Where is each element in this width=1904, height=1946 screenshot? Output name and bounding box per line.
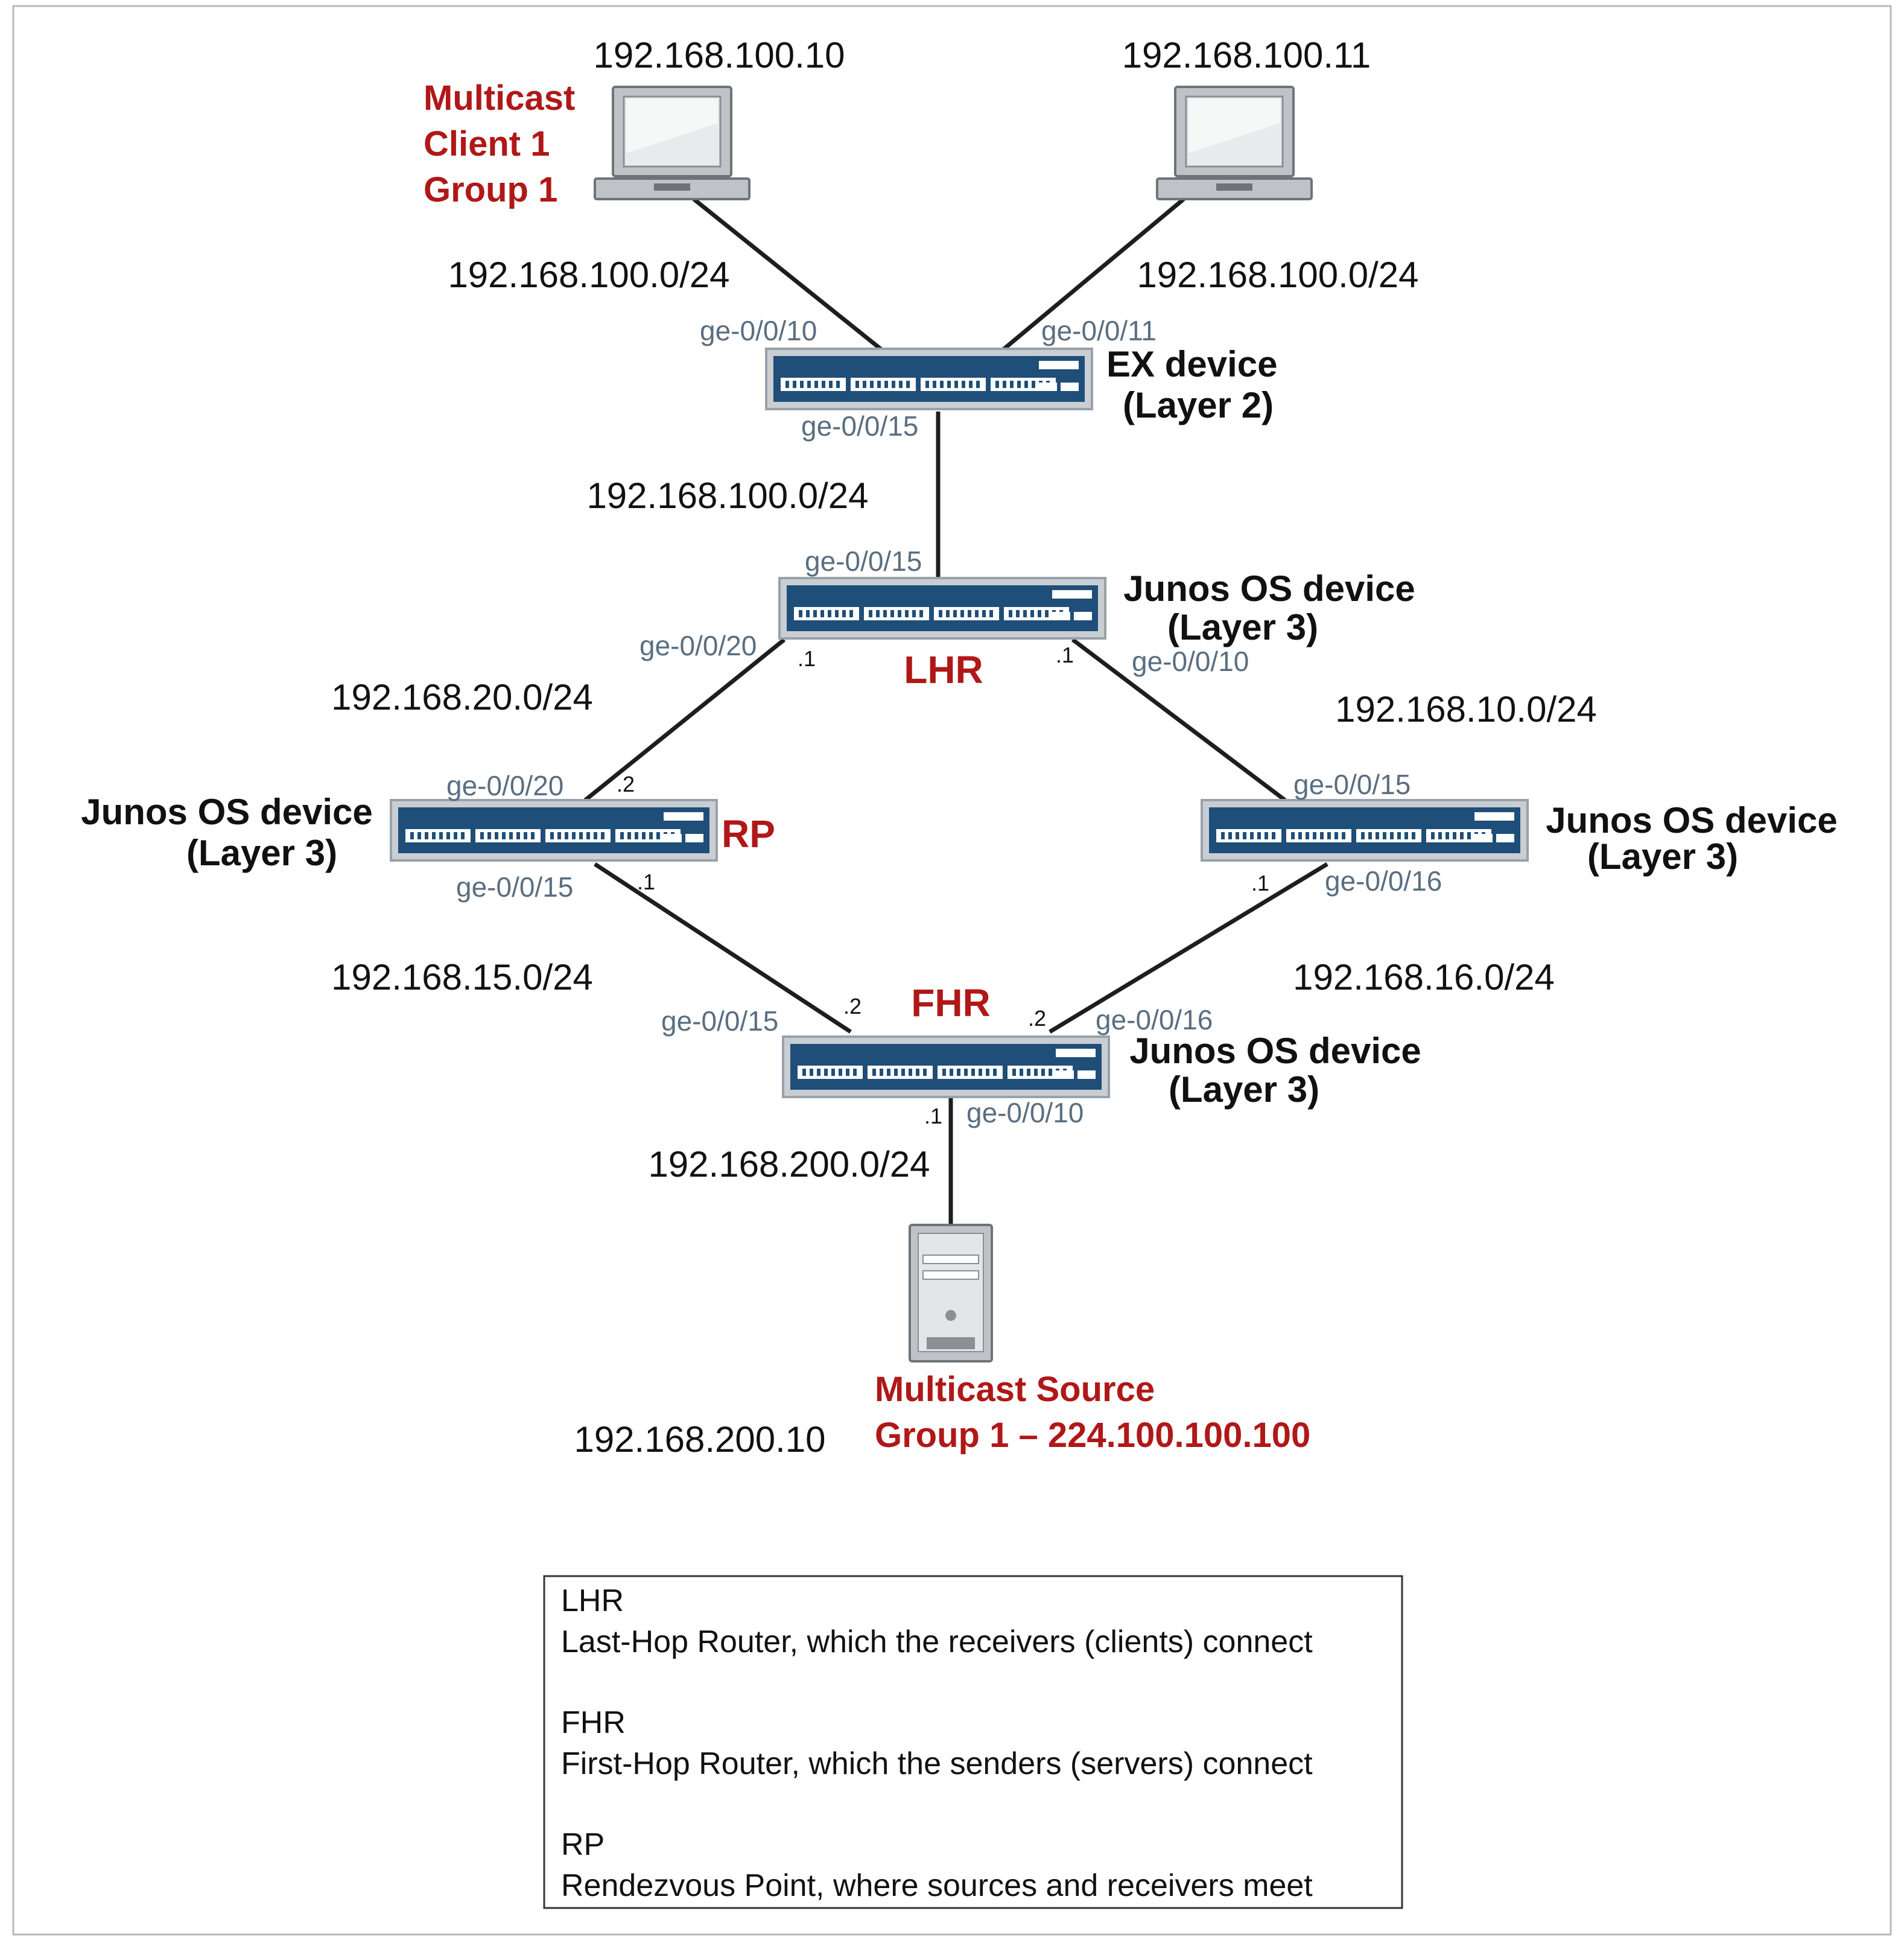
lhr-role-label: LHR xyxy=(904,648,983,692)
rp-port-down: ge-0/0/15 xyxy=(456,871,573,903)
fhr-addr-left: .2 xyxy=(843,994,862,1019)
ex-port-left: ge-0/0/10 xyxy=(700,315,817,346)
legend-definition-fhr: First-Hop Router, which the senders (ser… xyxy=(561,1746,1313,1781)
rp-switch-icon xyxy=(390,799,718,862)
legend-box xyxy=(543,1575,1403,1909)
right-addr-down: .1 xyxy=(1251,871,1269,895)
fhr-port-down: ge-0/0/10 xyxy=(966,1097,1084,1128)
fhr-port-right: ge-0/0/16 xyxy=(1096,1004,1213,1035)
ex-port-right: ge-0/0/11 xyxy=(1041,315,1157,346)
lhr-device-name: Junos OS device xyxy=(1123,568,1415,609)
net-fhr-source: 192.168.200.0/24 xyxy=(648,1144,930,1184)
net-client2: 192.168.100.0/24 xyxy=(1137,255,1418,295)
legend-term-fhr: FHR xyxy=(561,1705,626,1740)
net-lhr-right: 192.168.10.0/24 xyxy=(1335,689,1597,730)
rp-device-name: Junos OS device xyxy=(81,792,373,832)
fhr-role-label: FHR xyxy=(911,981,991,1025)
client2-ip: 192.168.100.11 xyxy=(1122,35,1371,75)
lhr-port-up: ge-0/0/15 xyxy=(805,545,922,577)
link-client2-ex xyxy=(1001,197,1185,352)
right-device-name: Junos OS device xyxy=(1546,800,1838,841)
fhr-device-name: Junos OS device xyxy=(1129,1031,1421,1071)
legend: LHR Last-Hop Router, which the receivers… xyxy=(543,1575,1403,1909)
ex-port-down: ge-0/0/15 xyxy=(801,410,918,442)
fhr-addr-right: .2 xyxy=(1028,1006,1046,1031)
lhr-device-layer: (Layer 3) xyxy=(1167,607,1318,647)
net-rp-fhr: 192.168.15.0/24 xyxy=(331,957,593,997)
client1-label-line2: Client 1 xyxy=(424,124,550,164)
rp-device-layer: (Layer 3) xyxy=(186,833,337,873)
right-switch-icon xyxy=(1201,799,1529,862)
rp-addr-down: .1 xyxy=(637,870,655,894)
lhr-addr-left: .1 xyxy=(798,646,816,671)
right-port-down: ge-0/0/16 xyxy=(1325,865,1442,897)
legend-term-lhr: LHR xyxy=(561,1583,624,1618)
link-lhr-right xyxy=(1071,638,1287,802)
legend-term-rp: RP xyxy=(561,1827,605,1862)
rp-role-label: RP xyxy=(722,812,775,856)
client1-label-line1: Multicast xyxy=(424,78,575,118)
fhr-port-left: ge-0/0/15 xyxy=(661,1005,778,1037)
link-rp-fhr xyxy=(594,862,852,1034)
ex-switch-icon xyxy=(765,348,1093,410)
lhr-port-right: ge-0/0/10 xyxy=(1132,646,1249,677)
ex-device-name: EX device xyxy=(1106,344,1278,384)
laptop-icon xyxy=(1156,86,1313,200)
net-client1: 192.168.100.0/24 xyxy=(448,255,729,295)
links xyxy=(583,197,1328,1225)
right-port-up: ge-0/0/15 xyxy=(1293,769,1411,800)
net-right-fhr: 192.168.16.0/24 xyxy=(1293,957,1555,997)
legend-definition-rp: Rendezvous Point, where sources and rece… xyxy=(561,1868,1313,1903)
client1-ip: 192.168.100.10 xyxy=(593,35,845,75)
lhr-switch-icon xyxy=(778,577,1106,640)
fhr-addr-down: .1 xyxy=(924,1104,942,1128)
right-device-layer: (Layer 3) xyxy=(1587,836,1738,877)
rp-addr-up: .2 xyxy=(617,772,635,797)
lhr-addr-right: .1 xyxy=(1056,643,1074,667)
laptop-icon xyxy=(594,86,750,200)
link-right-fhr xyxy=(1049,862,1328,1034)
source-label-line1: Multicast Source xyxy=(875,1370,1155,1409)
fhr-switch-icon xyxy=(782,1035,1110,1098)
link-lhr-rp xyxy=(583,638,786,802)
diagram-frame xyxy=(12,5,1892,1936)
source-label-line2: Group 1 – 224.100.100.100 xyxy=(875,1416,1310,1455)
client1-label-line3: Group 1 xyxy=(424,170,557,209)
source-ip: 192.168.200.10 xyxy=(574,1419,825,1460)
lhr-port-left: ge-0/0/20 xyxy=(639,630,757,661)
ex-device-layer: (Layer 2) xyxy=(1123,385,1274,425)
link-client1-ex xyxy=(692,197,884,352)
legend-definition-lhr: Last-Hop Router, which the receivers (cl… xyxy=(561,1624,1313,1659)
server-icon xyxy=(909,1224,993,1363)
rp-port-up: ge-0/0/20 xyxy=(446,770,563,801)
net-lhr-rp: 192.168.20.0/24 xyxy=(331,677,593,717)
fhr-device-layer: (Layer 3) xyxy=(1169,1069,1319,1110)
net-ex-lhr: 192.168.100.0/24 xyxy=(586,475,868,516)
